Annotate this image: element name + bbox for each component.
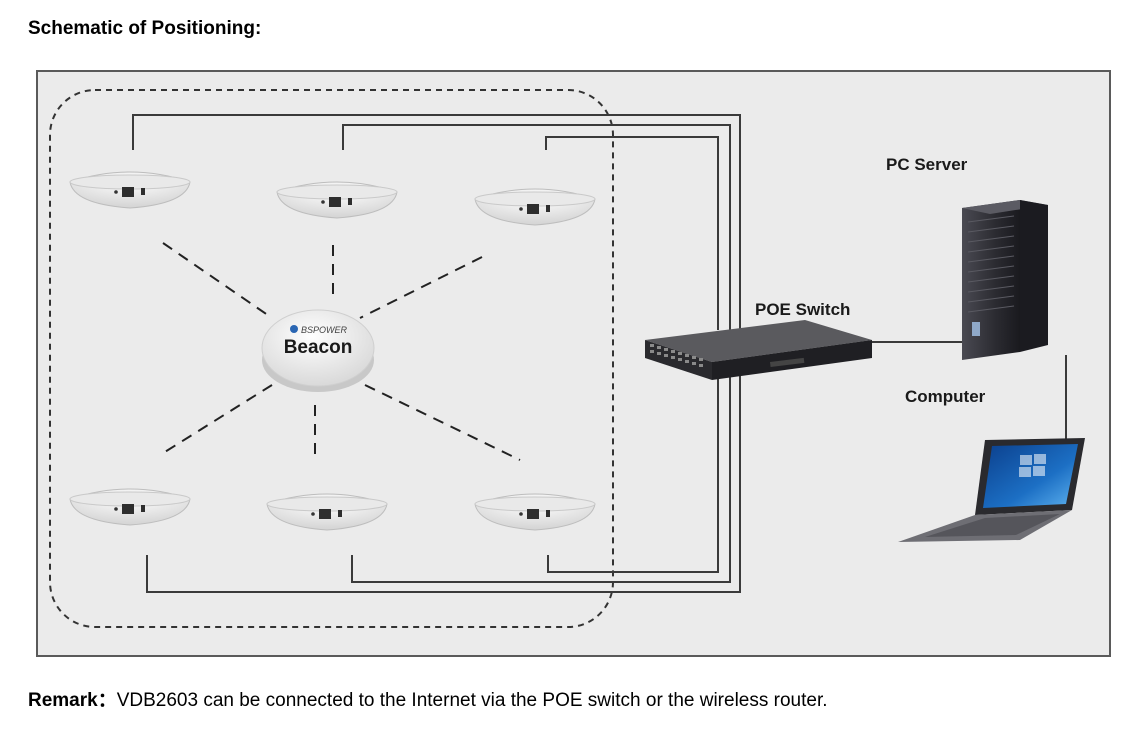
pc-server-icon [962,200,1048,360]
beacon-label: Beacon [284,337,353,358]
poe-switch-label: POE Switch [755,300,850,319]
gateway-bottom-middle [266,493,388,531]
gateway-icon [69,488,191,526]
gateway-icon [474,493,596,531]
laptop [898,438,1085,542]
gateway-top-right [474,188,596,226]
signal-lines [159,242,521,461]
beacon-brand: BSPOWER [301,325,348,335]
laptop-icon [898,438,1085,542]
gateway-icon [69,171,191,209]
remark-text: VDB2603 can be connected to the Internet… [116,690,828,711]
diagram-panel [36,70,1111,657]
pc-server-label: PC Server [886,155,968,174]
pc-server [962,200,1048,360]
remark-label: Remark： [28,690,117,711]
remark: Remark：VDB2603 can be connected to the I… [28,685,828,712]
computer-label: Computer [905,387,986,406]
page-title: Schematic of Positioning: [28,18,262,39]
gateway-top-middle [276,181,398,219]
gateway-bottom-left [69,488,191,526]
beacon-device: BSPOWER Beacon [261,309,375,392]
poe-switch-icon [645,320,872,380]
cables [132,114,1067,593]
gateway-icon [474,188,596,226]
gateway-icon [276,181,398,219]
poe-switch [645,320,872,380]
gateway-top-left [69,171,191,209]
gateway-icon [266,493,388,531]
beacon-icon: BSPOWER Beacon [261,309,375,392]
gateway-bottom-right [474,493,596,531]
coverage-area [49,89,614,628]
